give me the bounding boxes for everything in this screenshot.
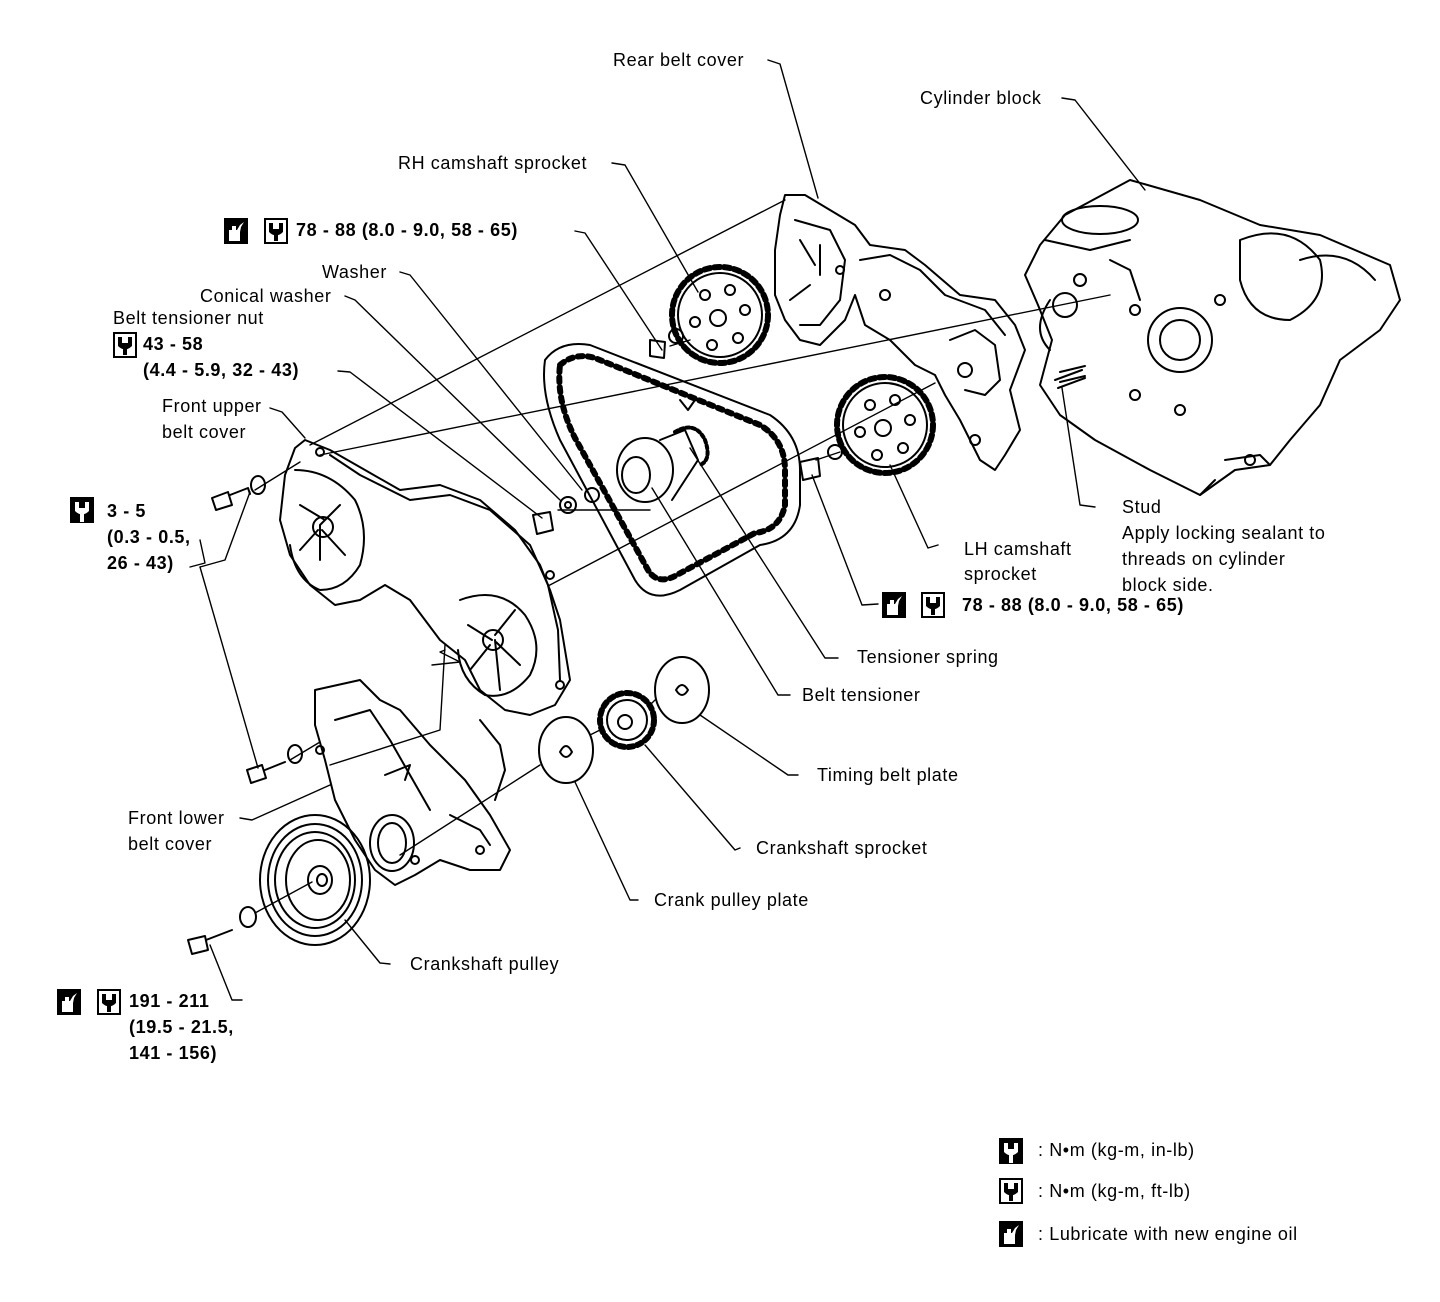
label-stud-note-2: threads on cylinder: [1122, 549, 1286, 569]
label-stud-note: Apply locking sealant to: [1122, 523, 1326, 543]
label-cover-bolt-torque-detail: (0.3 - 0.5,: [107, 527, 191, 547]
rh-camshaft-sprocket: [649, 264, 771, 366]
torque-wrench-ft-lb-icon: [113, 332, 137, 358]
torque-wrench-ft-lb-icon: [921, 592, 945, 618]
legend-oil-text: : Lubricate with new engine oil: [1038, 1224, 1298, 1244]
label-crankshaft-sprocket: Crankshaft sprocket: [756, 838, 928, 858]
leader-lines: [189, 59, 1146, 1001]
torque-wrench-ft-lb-icon: [97, 989, 121, 1015]
label-stud-note-3: block side.: [1122, 575, 1214, 595]
label-belt-tensioner: Belt tensioner: [802, 685, 921, 705]
label-belt-tensioner-nut: Belt tensioner nut: [113, 308, 264, 328]
legend-ft-lb-text: : N•m (kg-m, ft-lb): [1038, 1181, 1191, 1201]
label-cover-bolt-torque: 3 - 5: [107, 501, 147, 521]
label-front-upper-belt-cover-2: belt cover: [162, 422, 247, 442]
crankshaft-sprocket: [597, 690, 657, 750]
torque-wrench-in-lb-icon: [70, 497, 94, 523]
label-cylinder-block: Cylinder block: [920, 88, 1042, 108]
label-tensioner-nut-torque: 43 - 58: [143, 334, 204, 354]
alignment-lines: [254, 199, 1111, 914]
oil-can-icon: [999, 1221, 1023, 1247]
label-lh-camshaft-sprocket: LH camshaft: [964, 539, 1072, 559]
timing-belt: [543, 343, 801, 597]
label-front-upper-belt-cover: Front upper: [162, 396, 262, 416]
label-pulley-bolt-torque: 191 - 211: [129, 991, 210, 1011]
label-timing-belt-plate: Timing belt plate: [817, 765, 959, 785]
lh-camshaft-sprocket: [799, 374, 936, 481]
label-rh-camshaft-sprocket: RH camshaft sprocket: [398, 153, 588, 173]
front-upper-belt-cover: [279, 439, 571, 716]
label-lh-camshaft-sprocket-2: sprocket: [964, 564, 1037, 584]
label-conical-washer: Conical washer: [200, 286, 332, 306]
oil-can-icon: [882, 592, 906, 618]
oil-can-icon: [57, 989, 81, 1015]
crank-pulley-plate: [538, 716, 594, 784]
label-pulley-bolt-torque-detail: (19.5 - 21.5,: [129, 1017, 234, 1037]
oil-can-icon: [224, 218, 248, 244]
torque-wrench-ft-lb-icon: [264, 218, 288, 244]
label-lh-cam-bolt-torque: 78 - 88 (8.0 - 9.0, 58 - 65): [962, 595, 1184, 615]
label-tensioner-spring: Tensioner spring: [857, 647, 999, 667]
label-front-lower-belt-cover-2: belt cover: [128, 834, 213, 854]
torque-wrench-ft-lb-icon: [999, 1178, 1023, 1204]
legend-in-lb-text: : N•m (kg-m, in-lb): [1038, 1140, 1195, 1160]
label-cover-bolt-torque-detail-2: 26 - 43): [107, 553, 174, 573]
timing-belt-plate: [654, 656, 710, 724]
label-front-lower-belt-cover: Front lower: [128, 808, 225, 828]
stud: [1054, 369, 1086, 389]
torque-wrench-in-lb-icon: [999, 1138, 1023, 1164]
crankshaft-pulley: [259, 814, 371, 946]
label-washer: Washer: [322, 262, 387, 282]
label-tensioner-nut-torque-detail: (4.4 - 5.9, 32 - 43): [143, 360, 300, 380]
label-rh-cam-bolt-torque: 78 - 88 (8.0 - 9.0, 58 - 65): [296, 220, 518, 240]
front-lower-belt-cover: [314, 679, 511, 886]
label-pulley-bolt-torque-detail-2: 141 - 156): [129, 1043, 218, 1063]
rear-belt-cover: [774, 194, 1026, 471]
label-stud: Stud: [1122, 497, 1162, 517]
cover-bolts: [187, 475, 303, 955]
label-crank-pulley-plate: Crank pulley plate: [654, 890, 809, 910]
cylinder-block: [1024, 179, 1401, 496]
belt-tensioner: [532, 425, 710, 535]
label-crankshaft-pulley: Crankshaft pulley: [410, 954, 560, 974]
label-rear-belt-cover: Rear belt cover: [613, 50, 745, 70]
